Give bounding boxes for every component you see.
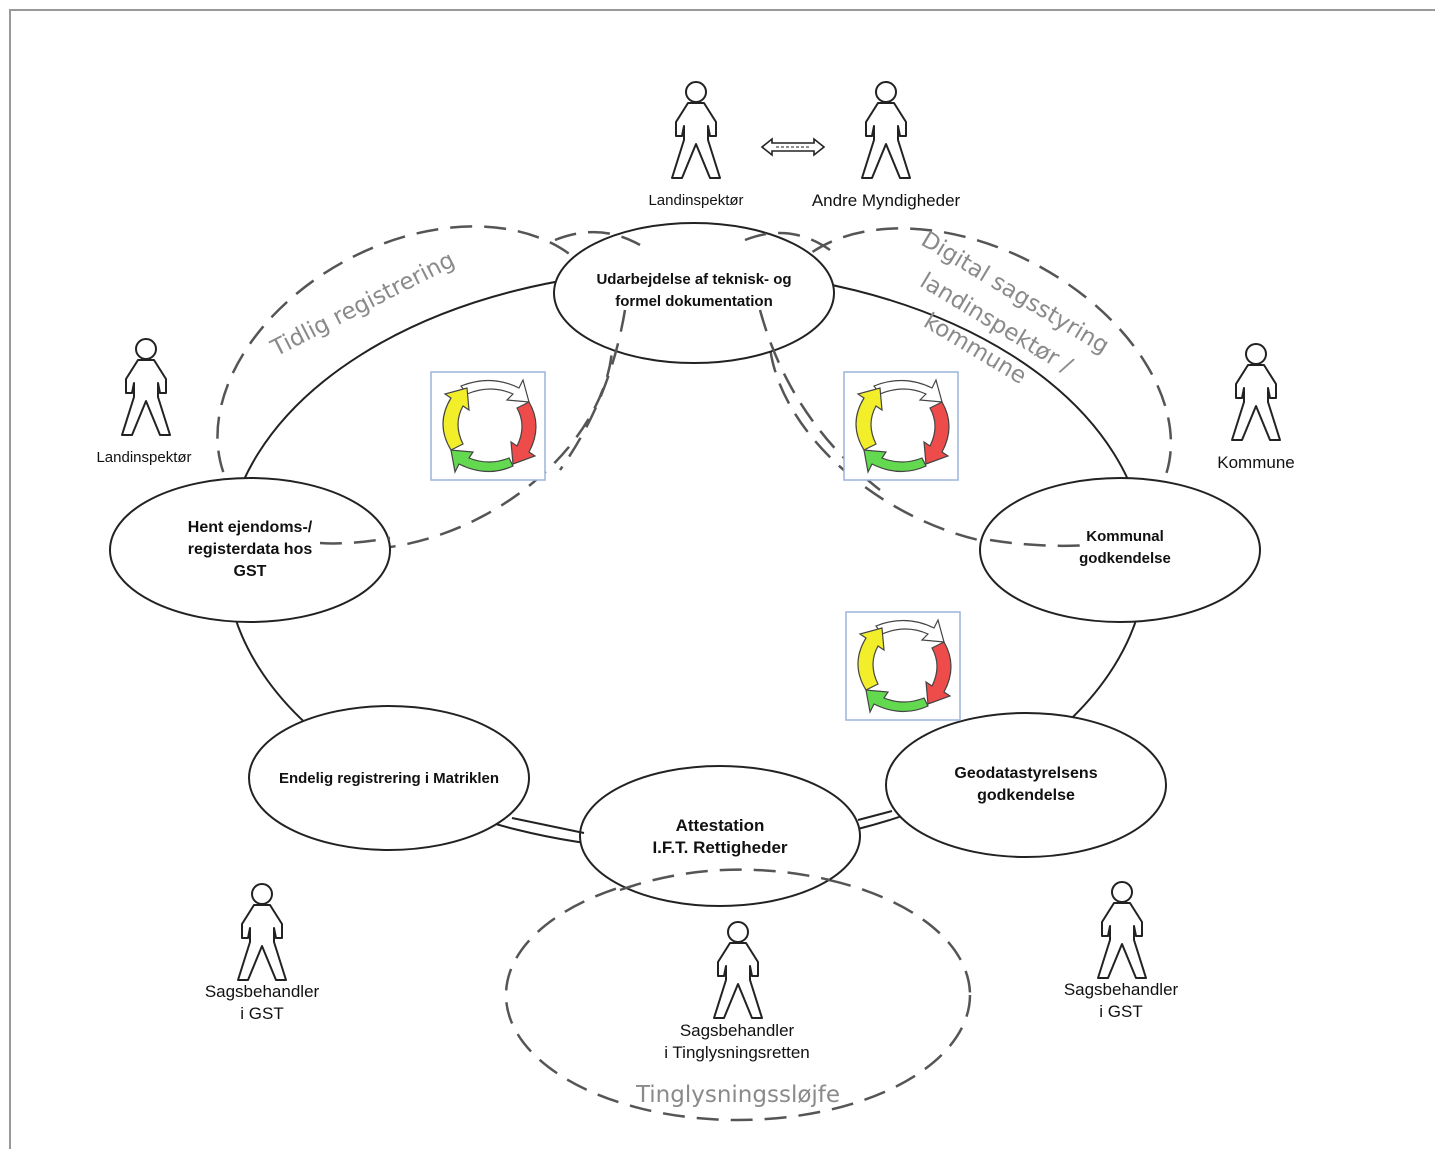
process-label-endelig: Endelig registrering i Matriklen — [278, 770, 500, 787]
actor-kommune — [1231, 343, 1281, 441]
connector-attestation-geodata — [857, 810, 893, 821]
process-label-udarbejdelse-1: Udarbejdelse af teknisk- og — [596, 271, 792, 288]
process-label-geodatastyrelsens-2: godkendelse — [977, 787, 1075, 804]
process-udarbejdelse — [553, 222, 835, 364]
process-label-kommunal-1: Kommunal — [1086, 528, 1164, 545]
page-border — [9, 9, 1435, 1149]
actor-landinspektor-top — [671, 81, 721, 179]
actor-sagsbehandler-gst-left — [237, 883, 287, 981]
process-endelig — [248, 705, 530, 851]
process-label-kommunal-2: godkendelse — [1079, 550, 1171, 567]
actor-landinspektor-left — [121, 338, 171, 436]
actor-sagsbehandler-gst-right — [1097, 881, 1147, 979]
cycle-icon-bottom — [845, 611, 961, 721]
actor-label-landinspektor-top: Landinspektør — [648, 192, 744, 209]
actor-label-sagsbehandler-gst-left-2: i GST — [240, 1004, 284, 1023]
process-label-hent-3: GST — [233, 563, 267, 580]
process-label-geodatastyrelsens-1: Geodatastyrelsens — [954, 765, 1098, 782]
actor-label-sagsbehandler-gst-right-2: i GST — [1099, 1002, 1143, 1021]
process-label-hent-1: Hent ejendoms-/ — [187, 519, 313, 536]
process-label-attestation-1: Attestation — [675, 816, 765, 835]
process-label-udarbejdelse-2: formel dokumentation — [615, 293, 773, 310]
actor-label-sagsbehandler-tinglysning-1: Sagsbehandler — [679, 1021, 795, 1040]
actor-andre-myndigheder — [861, 81, 911, 179]
process-kommunal — [979, 477, 1261, 623]
connector-endelig-attestation — [511, 817, 585, 834]
process-label-attestation-2: I.F.T. Rettigheder — [652, 838, 788, 857]
process-attestation — [579, 765, 861, 907]
actor-label-sagsbehandler-tinglysning-2: i Tinglysningsretten — [664, 1043, 810, 1062]
loop-label-tinglysning: Tinglysningssløjfe — [635, 1082, 841, 1108]
process-label-hent-2: registerdata hos — [187, 541, 313, 558]
cycle-icon-right — [843, 371, 959, 481]
actor-label-sagsbehandler-gst-left-1: Sagsbehandler — [204, 982, 320, 1001]
process-geodatastyrelsens — [885, 712, 1167, 858]
process-hent — [109, 477, 391, 623]
bidirectional-arrow — [760, 137, 826, 157]
actor-label-sagsbehandler-gst-right-1: Sagsbehandler — [1063, 980, 1179, 999]
actor-label-landinspektor-left: Landinspektør — [96, 449, 192, 466]
actor-sagsbehandler-tinglysning — [713, 921, 763, 1019]
actor-label-andre-myndigheder: Andre Myndigheder — [811, 191, 961, 210]
cycle-icon-left — [430, 371, 546, 481]
actor-label-kommune: Kommune — [1217, 453, 1295, 472]
